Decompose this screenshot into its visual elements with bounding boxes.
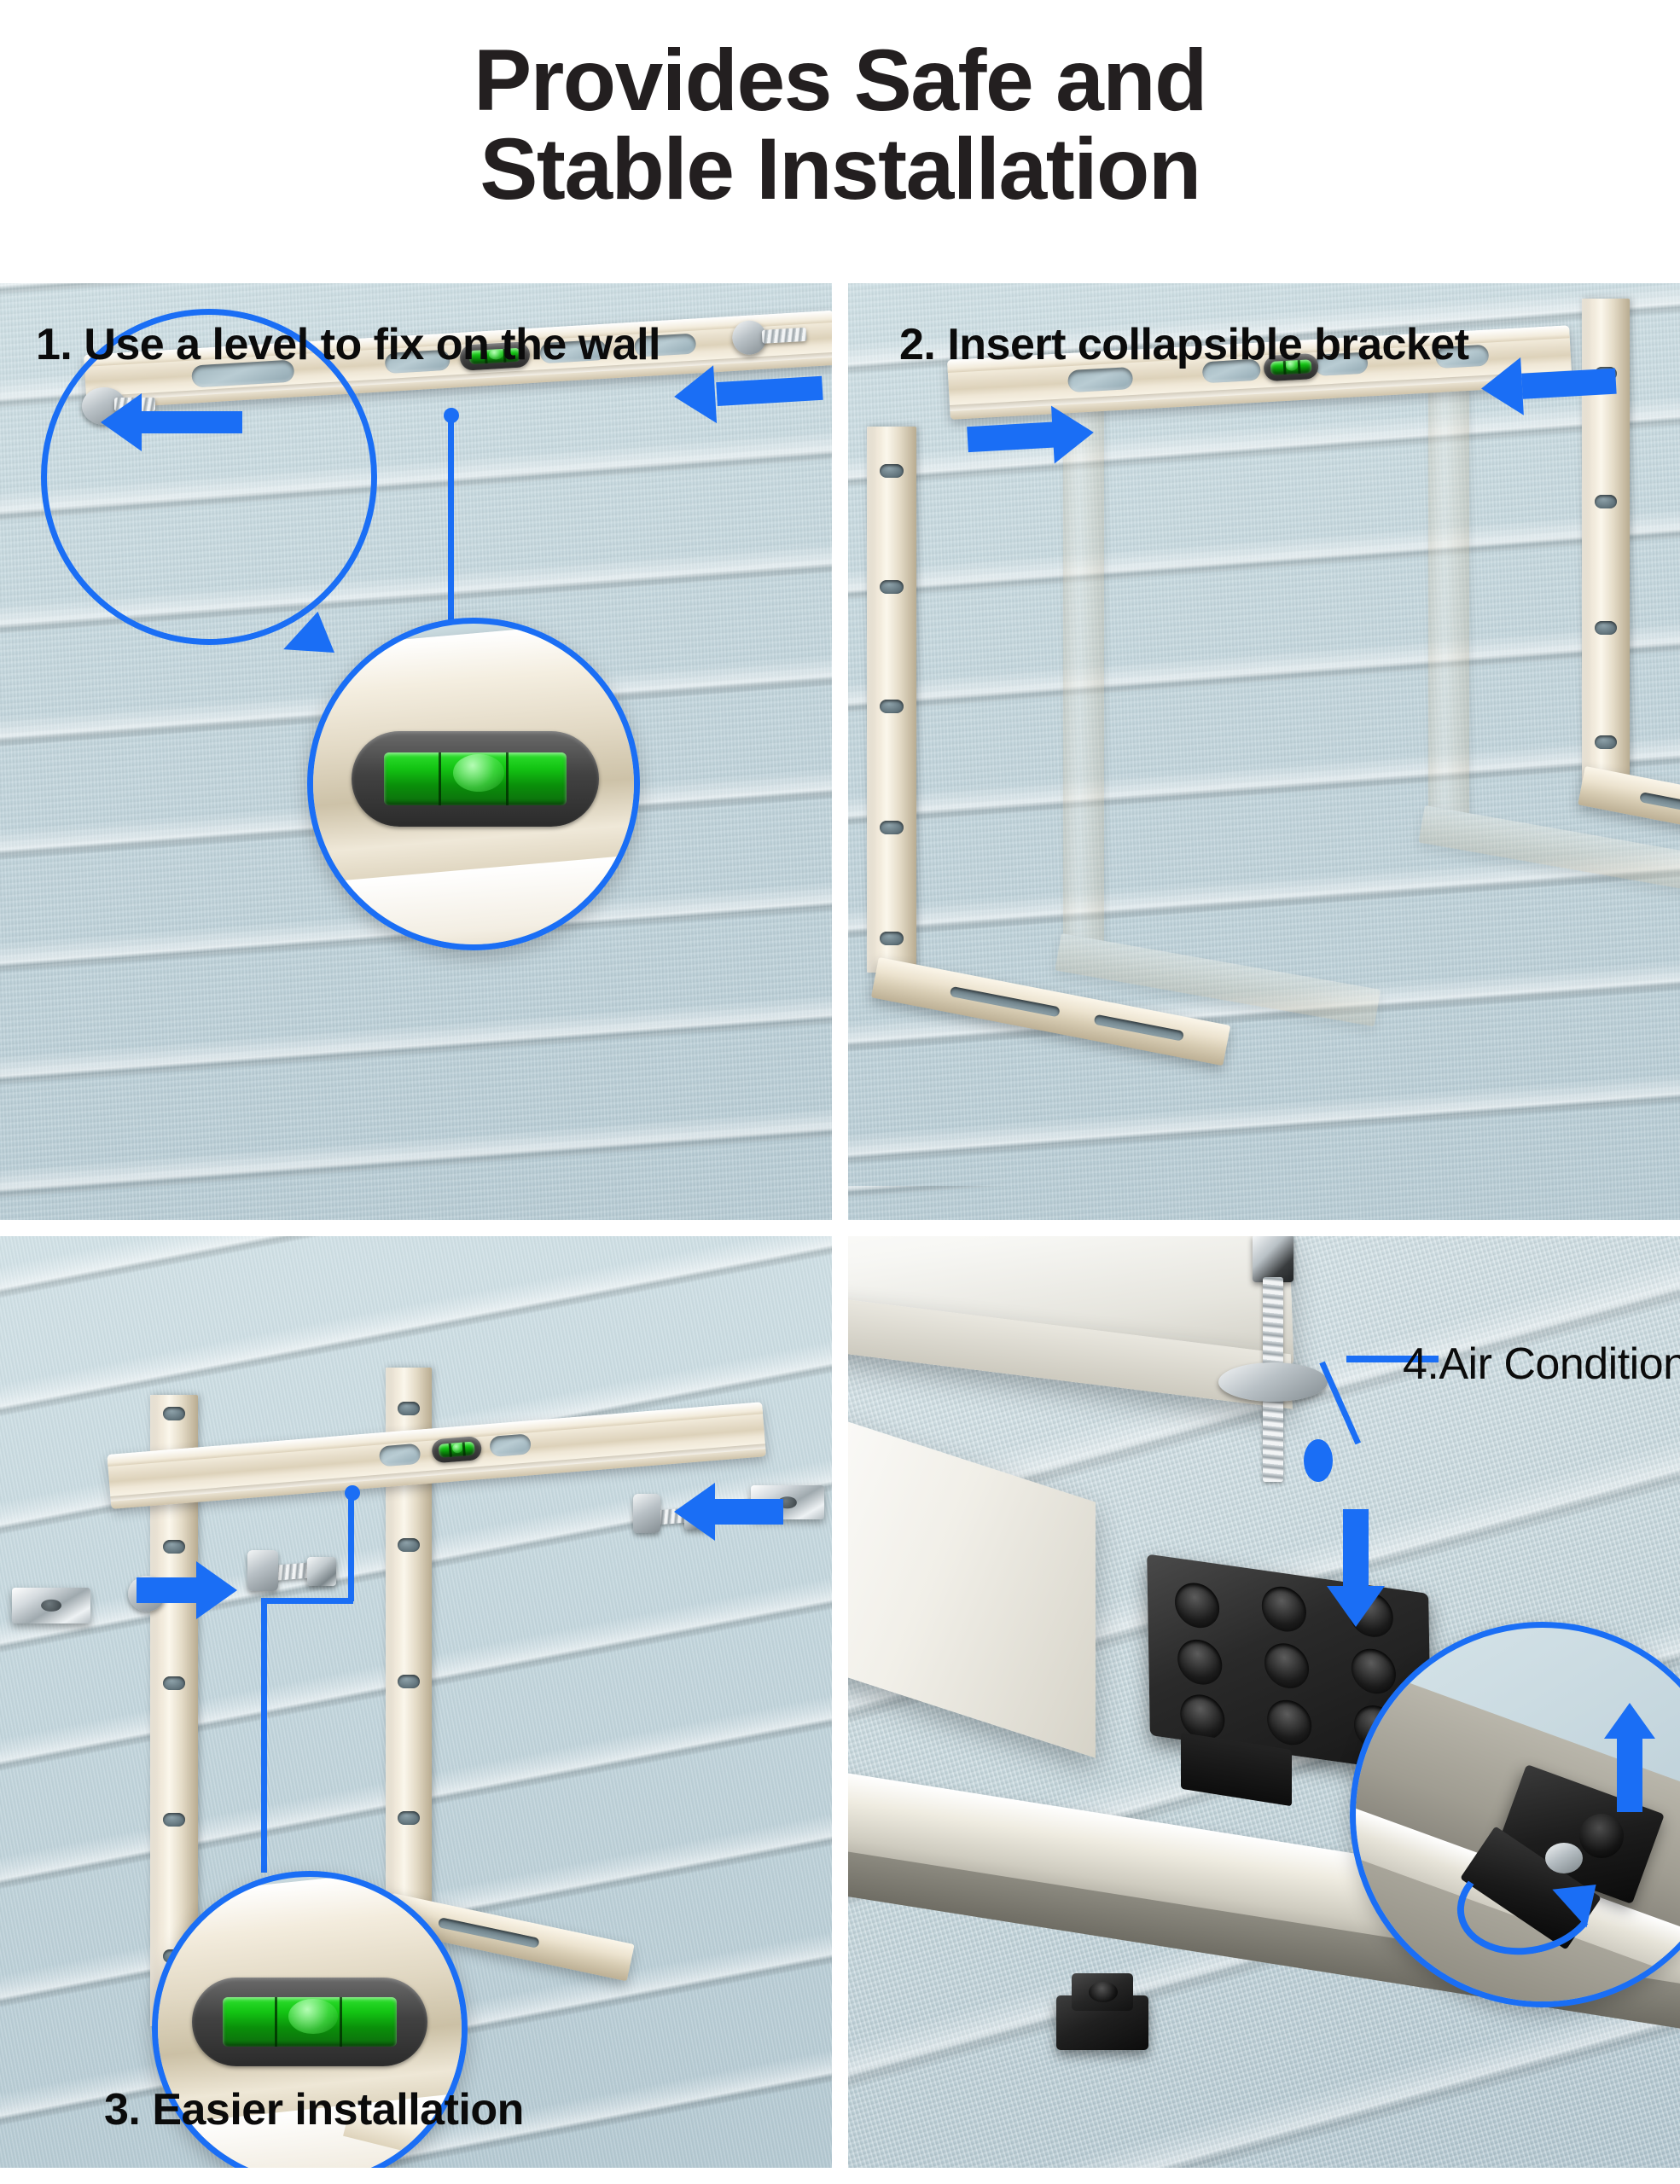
blue-arrow-up (1600, 1703, 1660, 1815)
blue-arrow-left (1479, 355, 1619, 418)
arm-slot (949, 986, 1061, 1018)
hex-bolt-left-head (307, 1557, 336, 1586)
grid-gutter-center-cross (832, 1220, 848, 1236)
pad-hole (1266, 1697, 1312, 1748)
panel-4-air-conditioner: 4.Air Conditioner (848, 1236, 1680, 2168)
hex-bolt-right-washer (633, 1494, 660, 1533)
blue-arrow-left (674, 1483, 785, 1541)
post-hole (398, 1402, 420, 1415)
post-hole (1594, 735, 1618, 749)
bubble-level-vial (438, 1441, 476, 1458)
magnifier-circle-bottom-bubble-level (307, 618, 640, 950)
page-title-line-2: Stable Installation (480, 120, 1201, 218)
long-bolt-hex-head (1253, 1236, 1293, 1282)
page-title-line-1: Provides Safe and (474, 32, 1207, 129)
callout-line-segment-1 (348, 1492, 354, 1601)
t-nut-clip-pin (1545, 1843, 1583, 1873)
pad-hole (1174, 1580, 1220, 1631)
post-highlight-edge (1582, 299, 1595, 783)
magnified-level-bubble (288, 1999, 338, 2034)
magnifier-circle-t-nut-clip (1350, 1622, 1680, 2007)
pad-hole (1177, 1636, 1223, 1687)
mounting-plate-left (12, 1588, 90, 1623)
long-bolt-washer (1218, 1362, 1328, 1402)
t-nut-clip-hole (1579, 1814, 1624, 1858)
rail-anchor-bolt-shaft (761, 327, 807, 344)
callout-line-segment-2 (261, 1598, 353, 1604)
callout-anchor-dot (1304, 1439, 1333, 1482)
post-hole (162, 1813, 186, 1827)
grid-gutter-horizontal-right (848, 1220, 1680, 1236)
post-hole (398, 1538, 420, 1552)
rail-oval-slot (1067, 366, 1134, 393)
grid-gutter-vertical-top (832, 283, 848, 1220)
arm-slot (1639, 791, 1680, 822)
post-hole (162, 1676, 186, 1690)
hex-bolt-left-washer (247, 1550, 278, 1591)
blue-arrow-right (137, 1561, 239, 1619)
panel-1-use-a-level: 1. Use a level to fix on the wall (0, 283, 832, 1220)
post-hole (880, 464, 904, 478)
panel-2-insert-collapsible-bracket: 2. Insert collapsible bracket (848, 283, 1680, 1220)
magnifier-circle-left (41, 309, 377, 645)
post-hole (880, 580, 904, 594)
header-title-block: Provides Safe and Stable Installation (0, 0, 1680, 283)
magnified-level-bubble (453, 754, 505, 793)
blue-arrow-right (966, 403, 1096, 468)
post-hole (398, 1811, 420, 1825)
level-bubble (451, 1443, 463, 1454)
blue-arrow-left-inside-circle (101, 393, 242, 451)
magnified-bubble-level-housing (352, 731, 599, 827)
post-hole (880, 700, 904, 713)
panel-3-caption: 3. Easier installation (104, 2085, 524, 2135)
grid-gutter-vertical-bottom (832, 1236, 848, 2168)
rail-oval-slot (489, 1433, 532, 1458)
callout-line-segment-3 (261, 1598, 267, 1873)
magnified-bubble-level-vial (383, 752, 567, 806)
post-highlight-edge (150, 1395, 163, 2026)
rail-oval-slot (378, 1443, 421, 1467)
panel-3-easier-installation: 3. Easier installation (0, 1236, 832, 2168)
magnified-bubble-level-housing (192, 1978, 427, 2066)
panel-4-caption: 4.Air Conditioner (1403, 1339, 1680, 1389)
arm-slot (1093, 1014, 1184, 1042)
blue-arrow-left-on-rail (672, 364, 823, 426)
magnifier-circle-bottom-bubble-level (152, 1871, 468, 2168)
pad-hole (1264, 1640, 1310, 1692)
bubble-level-housing (431, 1435, 483, 1464)
post-hole (1594, 621, 1618, 635)
panel-2-caption: 2. Insert collapsible bracket (899, 320, 1469, 369)
plate-hole (41, 1599, 61, 1612)
magnified-bubble-level-vial (222, 1996, 398, 2048)
blue-arrow-down-into-pad (1326, 1509, 1386, 1627)
pad-hole (1261, 1583, 1307, 1635)
post-hole (1594, 495, 1618, 508)
callout-line-horizontal (1346, 1356, 1439, 1362)
post-hole (162, 1540, 186, 1554)
panel-1-caption: 1. Use a level to fix on the wall (36, 320, 660, 369)
post-hole (880, 932, 904, 945)
post-hole (880, 821, 904, 834)
loose-t-nut (1051, 1970, 1152, 2052)
post-hole (398, 1675, 420, 1688)
grid-gutter-horizontal-left (0, 1220, 832, 1236)
vertical-post-left (867, 427, 916, 973)
panel-grid: 1. Use a level to fix on the wall (0, 283, 1680, 2184)
post-hole (162, 1407, 186, 1420)
post-highlight-edge (386, 1368, 398, 1914)
post-highlight-edge (867, 427, 881, 973)
callout-line-vertical (448, 415, 454, 624)
